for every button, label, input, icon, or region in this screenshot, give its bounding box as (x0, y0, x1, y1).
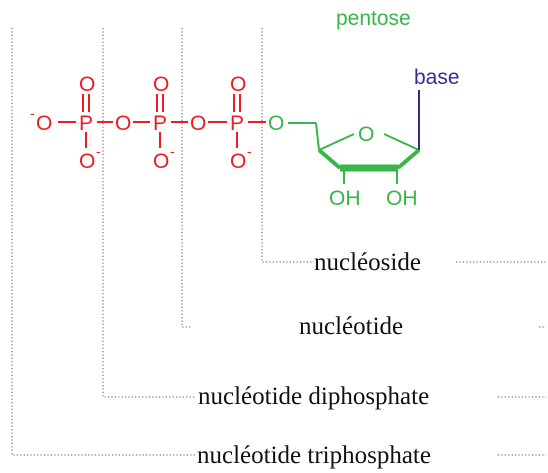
oxygen-p3-bottom: O (230, 150, 246, 173)
phosphorus-3: P (230, 112, 244, 135)
triphosphate-atoms: - O O P O - O O P O - O O P O - (30, 73, 252, 173)
base-label: base (414, 66, 460, 89)
charge-p3: - (247, 143, 252, 159)
bracket-diphosphate-line (102, 28, 196, 398)
oxygen-bridge-2: O (190, 112, 206, 135)
oxygen-terminal: O (36, 112, 52, 135)
oxygen-p3-top: O (230, 73, 246, 96)
triphosphate-group (58, 94, 266, 148)
charge-p2: - (170, 143, 175, 159)
bracket-lines (11, 28, 546, 456)
hydroxyl-right: OH (386, 187, 418, 210)
ring-oxygen: O (358, 123, 374, 146)
label-nucleotide-diphosphate: nucléotide diphosphate (198, 383, 429, 410)
oxygen-ester: O (268, 112, 284, 135)
oxygen-p2-top: O (153, 73, 169, 96)
oxygen-p2-bottom: O (153, 150, 169, 173)
hydroxyl-left: OH (329, 187, 361, 210)
label-nucleotide: nucléotide (299, 313, 403, 340)
phosphorus-1: P (79, 112, 93, 135)
phosphorus-2: P (153, 112, 167, 135)
pentose-group: O O OH OH (268, 112, 421, 210)
oxygen-p1-top: O (79, 73, 95, 96)
pentose-label: pentose (336, 7, 411, 30)
label-nucleoside: nucléoside (314, 249, 421, 276)
charge-terminal: - (30, 105, 35, 121)
bracket-nucleoside-line (261, 28, 314, 263)
bracket-nucleotide-line (181, 28, 192, 328)
oxygen-bridge-1: O (115, 112, 131, 135)
label-nucleotide-triphosphate: nucléotide triphosphate (197, 442, 431, 469)
charge-p1: - (96, 143, 101, 159)
oxygen-p1-bottom: O (79, 150, 95, 173)
